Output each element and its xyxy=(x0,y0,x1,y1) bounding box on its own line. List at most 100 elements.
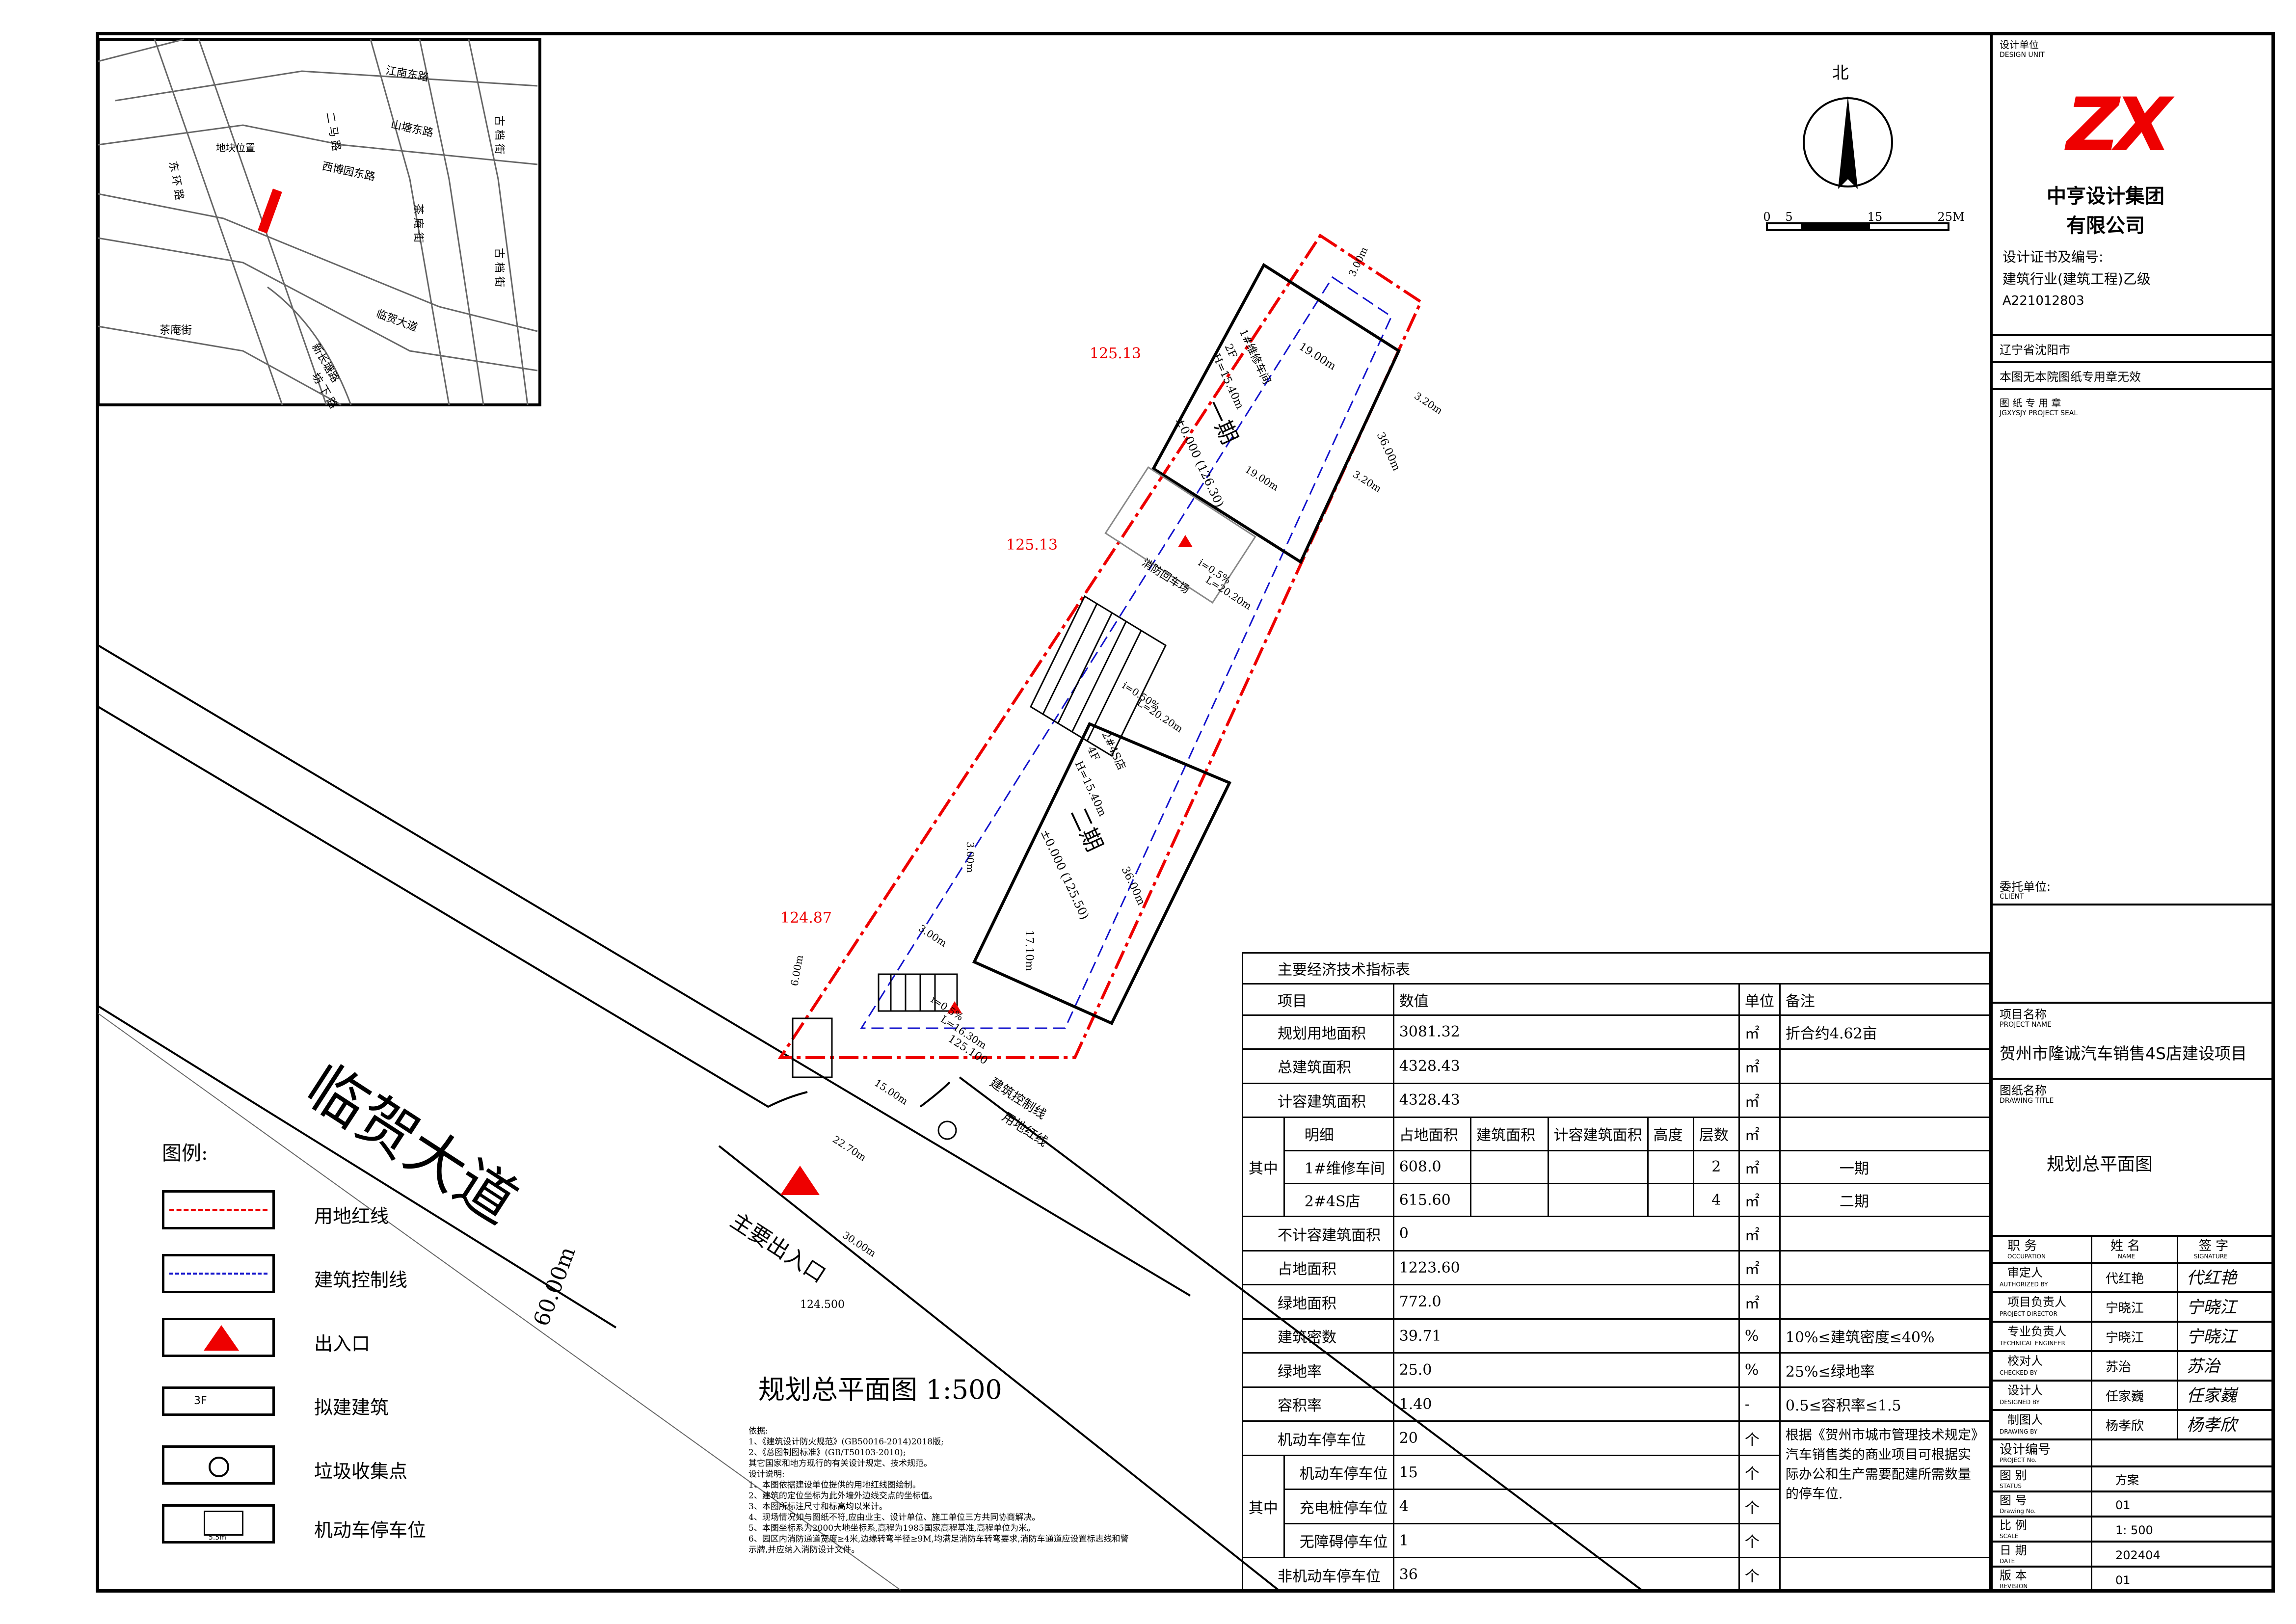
road-label: 二 马 路 xyxy=(323,111,343,152)
note-line: 5、本图坐标系为2000大地坐标系,高程为1985国家高程基准,高程单位为米。 xyxy=(748,1523,1036,1533)
line-label: 建筑控制线 xyxy=(987,1075,1048,1122)
meta-label: 日 期 xyxy=(2000,1544,2027,1557)
meta-label: 版 本 xyxy=(2000,1569,2027,1582)
role-title: 专业负责人 xyxy=(2007,1325,2066,1338)
table-subheader-row: 其中 明细 占地面积 建筑面积 计容建筑面积 高度 层数 ㎡ xyxy=(1242,1117,1991,1218)
building-2: 2#4S店 4F H=15.40m 二期 ±0.000 (125.50) 17.… xyxy=(972,722,1232,1025)
design-unit-section: 设计单位 DESIGN UNIT ZX 中亨设计集团 有限公司 设计证书及编号:… xyxy=(1993,32,2275,336)
role-header: 签 字 xyxy=(2199,1239,2229,1253)
plan-title: 规划总平面图 1:500 xyxy=(758,1374,1002,1405)
garbage-point-icon xyxy=(937,1120,957,1140)
company-name: 中亨设计集团 xyxy=(2047,185,2164,208)
dim-label: 6.00m xyxy=(788,954,805,987)
road-label: 江南东路 xyxy=(385,64,429,84)
meta-label: 图 别 xyxy=(2000,1468,2027,1482)
road-width-label: 60.00m xyxy=(529,1244,580,1330)
role-title-en: TECHNICAL ENGINEER xyxy=(2000,1340,2065,1347)
fire-court-label: 消防回车场 xyxy=(1140,557,1192,596)
role-title: 设计人 xyxy=(2007,1384,2043,1397)
role-header-row: 职 务 OCCUPATION 姓 名 NAME 签 字 SIGNATURE xyxy=(1993,1237,2275,1264)
north-compass: 北 0 5 15 25M xyxy=(1763,63,1965,231)
note-line: 1、《建筑设计防火规范》(GB50016-2014)2018版; xyxy=(748,1437,944,1447)
scale-tick: 5 xyxy=(1785,210,1792,224)
entrance-marker xyxy=(780,1166,820,1195)
dim-label: 3.00m xyxy=(1346,245,1370,278)
meta-label-en: Drawing No. xyxy=(2000,1508,2036,1515)
seal-note-row: 本图无本院图纸专用章无效 xyxy=(1993,363,2275,390)
role-title: 制图人 xyxy=(2007,1413,2043,1427)
dim-label: 36.00m xyxy=(1374,430,1403,473)
meta-value: 方案 xyxy=(2115,1473,2139,1487)
legend-label: 拟建建筑 xyxy=(314,1397,389,1418)
entrance-parking xyxy=(792,973,958,1078)
table-header: 项目 xyxy=(1242,983,1394,1016)
road-label: 古 档 街 xyxy=(493,115,505,155)
building-symbol: 3F xyxy=(162,1386,275,1416)
note-line: 6、园区内消防通道宽度≥4米,边缘转弯半径≥9M,均满足消防车转弯要求,消防车通… xyxy=(748,1534,1129,1544)
road-label: 西博园东路 xyxy=(321,160,376,183)
client-area xyxy=(1993,905,2275,1004)
note-line: 其它国家和地方现行的有关设计规定、技术规范。 xyxy=(748,1459,932,1468)
site-plan: 地块位置 江南东路 山塘东路 西博园东路 临贺大道 茶庵街 二 马 路 新长塘路… xyxy=(97,38,1965,1591)
building-symbol-label: 3F xyxy=(194,1395,207,1407)
legend-label: 垃圾收集点 xyxy=(314,1461,408,1482)
dim-label: 3.20m xyxy=(1412,390,1444,417)
entrance-marker xyxy=(947,1001,962,1013)
road-label: 古 档 街 xyxy=(493,248,505,287)
road-label: 临贺大道 xyxy=(374,308,419,334)
legend-item: 5.5m 机动车停车位 xyxy=(162,1504,437,1548)
drawing-label-en: DRAWING TITLE xyxy=(2000,1097,2054,1105)
project-label: 项目名称 xyxy=(2000,1008,2047,1021)
company-logo: ZX xyxy=(2066,82,2171,168)
note-line: 依据: xyxy=(748,1426,768,1436)
meta-value: 1: 500 xyxy=(2115,1523,2153,1537)
role-title: 校对人 xyxy=(2007,1354,2043,1368)
dim-label: 3.00m xyxy=(916,922,949,949)
north-label: 北 xyxy=(1832,63,1849,83)
role-title: 项目负责人 xyxy=(2007,1295,2066,1309)
legend-label: 用地红线 xyxy=(314,1205,389,1227)
fire-court xyxy=(1104,466,1256,604)
building-1: 1#维修车间 2F H=15.40m 一期 ±0.000 (126.30) 19… xyxy=(1151,263,1403,564)
site-red-line xyxy=(777,233,1423,1059)
cert-label: 设计证书及编号: xyxy=(2002,249,2104,265)
note-line: 2、建筑的定位坐标为此外墙外边线交点的坐标值。 xyxy=(748,1491,937,1501)
design-unit-label: 设计单位 xyxy=(2000,39,2039,51)
note-line: 4、现场情况如与图纸不符,应由业主、设计单位、施工单位三方共同协商解决。 xyxy=(748,1513,1041,1522)
legend-title: 图例: xyxy=(162,1142,208,1165)
note-line: 示牌,并应纳入消防设计文件。 xyxy=(748,1545,860,1555)
drawing-title-section: 图纸名称 DRAWING TITLE 规划总平面图 xyxy=(1993,1080,2275,1237)
meta-label: 图 号 xyxy=(2000,1493,2027,1507)
meta-value: 202404 xyxy=(2115,1548,2161,1562)
note-line: 2、《总图制图标准》(GB/T50103-2010); xyxy=(748,1448,906,1458)
role-name: 任家巍 xyxy=(2106,1389,2144,1404)
meta-value: 01 xyxy=(2115,1498,2131,1512)
seal-label: 图 纸 专 用 章 xyxy=(2000,397,2061,409)
control-line-symbol xyxy=(162,1254,275,1293)
location-row: 辽宁省沈阳市 xyxy=(1993,336,2275,363)
role-header-en: OCCUPATION xyxy=(2007,1253,2046,1260)
building-1-floors: 2F xyxy=(1222,342,1239,360)
drawing-label: 图纸名称 xyxy=(2000,1084,2047,1097)
meta-label: 比 例 xyxy=(2000,1518,2027,1532)
road-lines xyxy=(97,644,1643,1591)
legend-item: 3F 拟建建筑 xyxy=(162,1382,437,1426)
legend-label: 机动车停车位 xyxy=(314,1519,427,1541)
dim-label: 19.00m xyxy=(1297,341,1338,373)
table-header: 单位 xyxy=(1738,983,1781,1016)
signature: 代红艳 xyxy=(2187,1268,2237,1288)
